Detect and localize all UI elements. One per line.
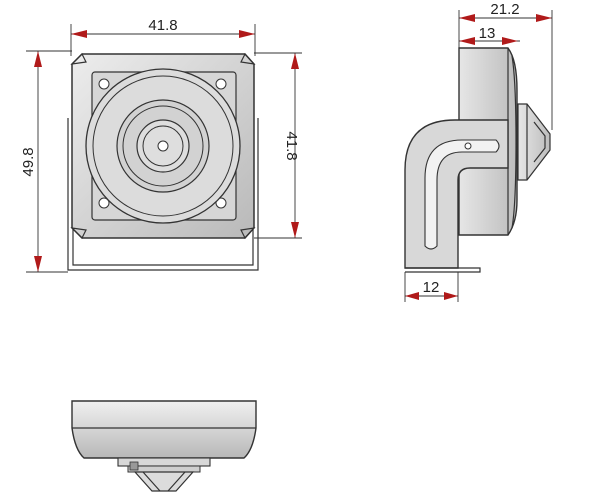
dimension-arrow-icon (239, 30, 255, 38)
front-view (67, 52, 259, 271)
dimension-arrow-icon (34, 51, 42, 67)
bottom-lens-cone (133, 471, 195, 492)
bracket-slot (424, 139, 500, 250)
dim-side-body-depth: 13 (479, 25, 496, 42)
dimension-arrow-icon (405, 292, 419, 300)
screw-hole-icon (215, 197, 227, 209)
screw-hole-icon (98, 197, 110, 209)
dim-front-width: 41.8 (148, 17, 177, 34)
dim-front-total-height: 49.8 (20, 147, 37, 176)
dim-front-body-height: 41.8 (283, 131, 300, 160)
dimension-arrow-icon (291, 53, 299, 69)
front-dimensions: 41.8 49.8 41.8 (20, 17, 302, 273)
side-view (404, 47, 551, 273)
dimension-arrow-icon (71, 30, 87, 38)
dimension-arrow-icon (536, 14, 552, 22)
bottom-view (71, 400, 257, 492)
screw-hole-icon (215, 78, 227, 90)
dimension-arrow-icon (34, 256, 42, 272)
screw-hole-icon (98, 78, 110, 90)
dimension-arrow-icon (459, 37, 475, 45)
dimension-arrow-icon (459, 14, 475, 22)
dimension-arrow-icon (502, 37, 518, 45)
dim-bracket-width: 12 (423, 279, 440, 296)
lens-pinhole-icon (157, 140, 169, 152)
dim-side-total-depth: 21.2 (490, 1, 519, 18)
side-dimensions: 21.2 13 12 (404, 1, 553, 302)
dimension-arrow-icon (291, 222, 299, 238)
bottom-body (71, 400, 257, 459)
front-bracket (67, 118, 259, 271)
dimension-arrow-icon (444, 292, 458, 300)
